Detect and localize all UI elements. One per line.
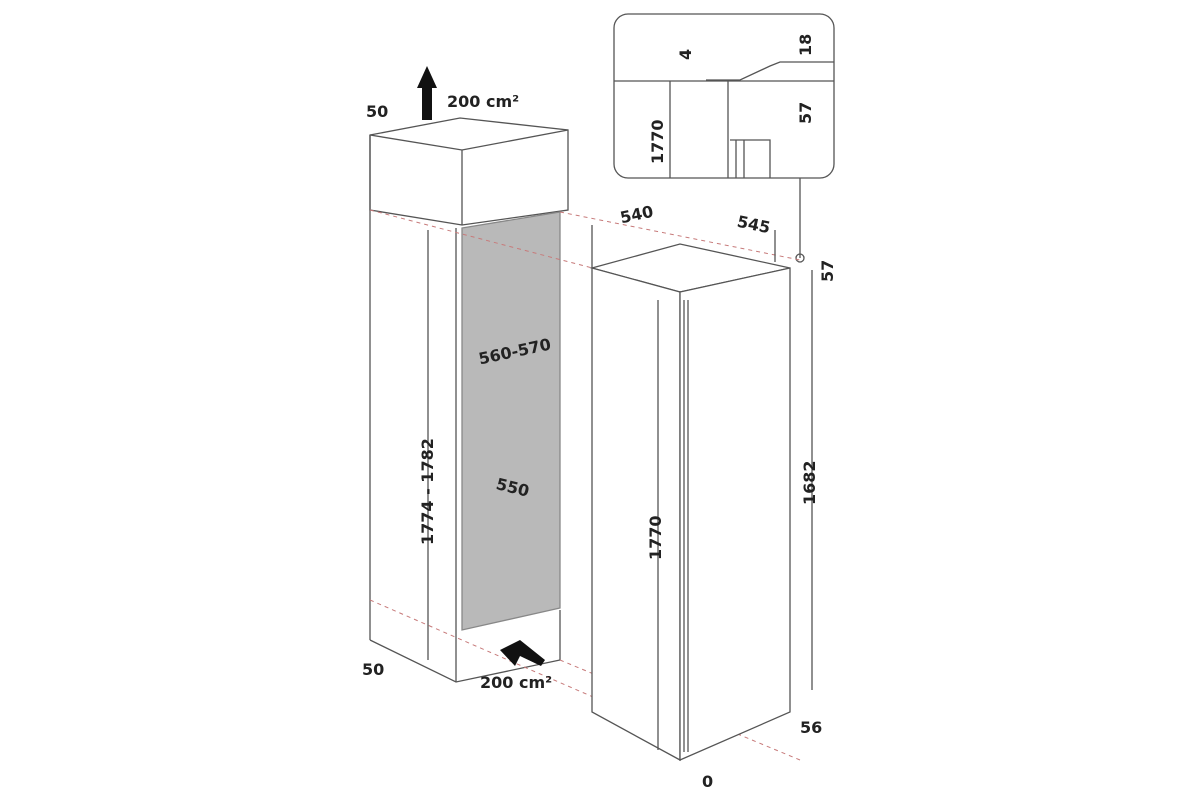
label-appliance-height: 1770 (646, 515, 665, 560)
label-niche-height: 1774 - 1782 (418, 438, 437, 545)
label-inset-hinge-offset: 18 (796, 33, 815, 56)
label-inset-side-gap: 57 (796, 101, 815, 124)
label-bottom-offset: 50 (362, 660, 385, 679)
vent-arrows (417, 66, 545, 666)
detail-inset (613, 13, 835, 263)
label-top-ventilation: 200 cm² (447, 92, 520, 111)
refrigerator (589, 225, 813, 762)
niche-cabinet (369, 117, 569, 683)
label-inset-top-gap: 4 (676, 48, 695, 60)
label-inset-height: 1770 (648, 119, 667, 164)
label-appliance-top-gap: 57 (818, 259, 837, 282)
label-bottom-ventilation: 200 cm² (480, 673, 553, 692)
label-bottom-gap: 56 (800, 718, 823, 737)
label-front-offset: 0 (702, 772, 714, 791)
label-door-height: 1682 (800, 460, 819, 505)
label-top-offset: 50 (366, 102, 389, 121)
